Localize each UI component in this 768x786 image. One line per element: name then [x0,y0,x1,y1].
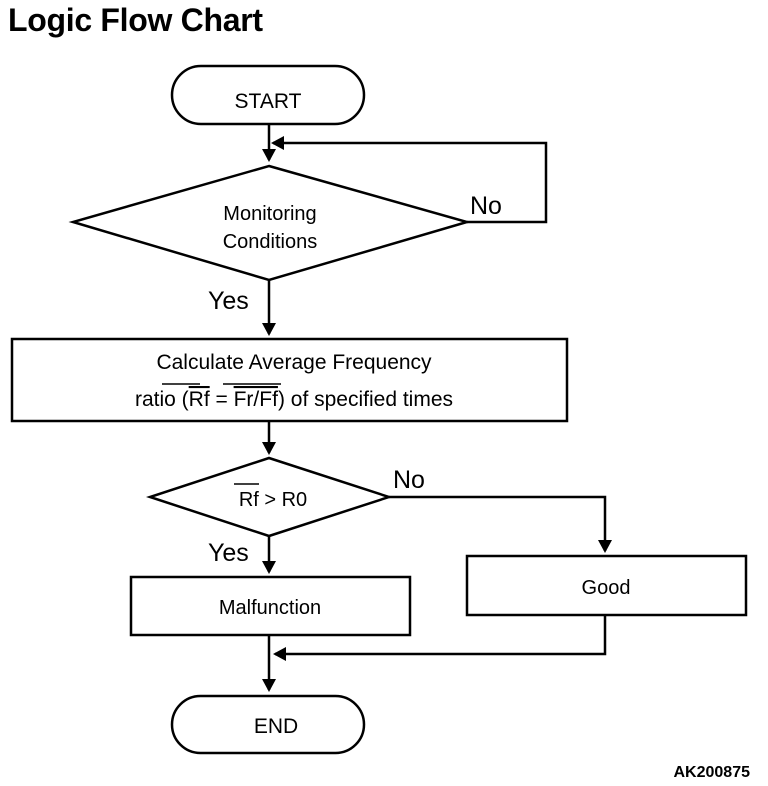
calculate-label-line2: ratio (Rf = Fr/Ff) of specified times [135,388,453,411]
start-label: START [235,90,302,113]
calculate-process-box [10,337,569,423]
calc-prefix: ratio ( [135,388,189,411]
monitoring-label-line1: Monitoring [223,203,316,225]
connector-decision-no [389,495,612,553]
good-label: Good [582,577,631,599]
decision-no-label: No [393,466,425,494]
figure-id: AK200875 [673,764,751,781]
connector-monitor-no-loop [271,136,548,224]
monitor-no-label: No [470,192,502,220]
calc-suffix: ) of specified times [278,388,453,411]
end-terminal [170,694,366,755]
good-box [465,554,748,617]
calc-rf-overlined: Rf [189,388,210,411]
chart-title: Logic Flow Chart [8,2,263,38]
malfunction-box [129,575,412,637]
decision-label: Rf > R0 [239,489,307,511]
calculate-label-line1: Calculate Average Frequency [156,351,432,374]
monitor-yes-label: Yes [208,287,249,315]
connector-good-to-merge [273,615,607,661]
end-label: END [254,715,298,738]
calc-equals: = [210,388,234,411]
monitoring-label-line2: Conditions [223,231,318,253]
decision-comparison: > R0 [259,489,307,511]
malfunction-label: Malfunction [219,597,321,619]
calc-frff-overlined: Fr/Ff [234,388,278,411]
decision-rf-overlined: Rf [239,489,259,511]
decision-yes-label: Yes [208,539,249,567]
